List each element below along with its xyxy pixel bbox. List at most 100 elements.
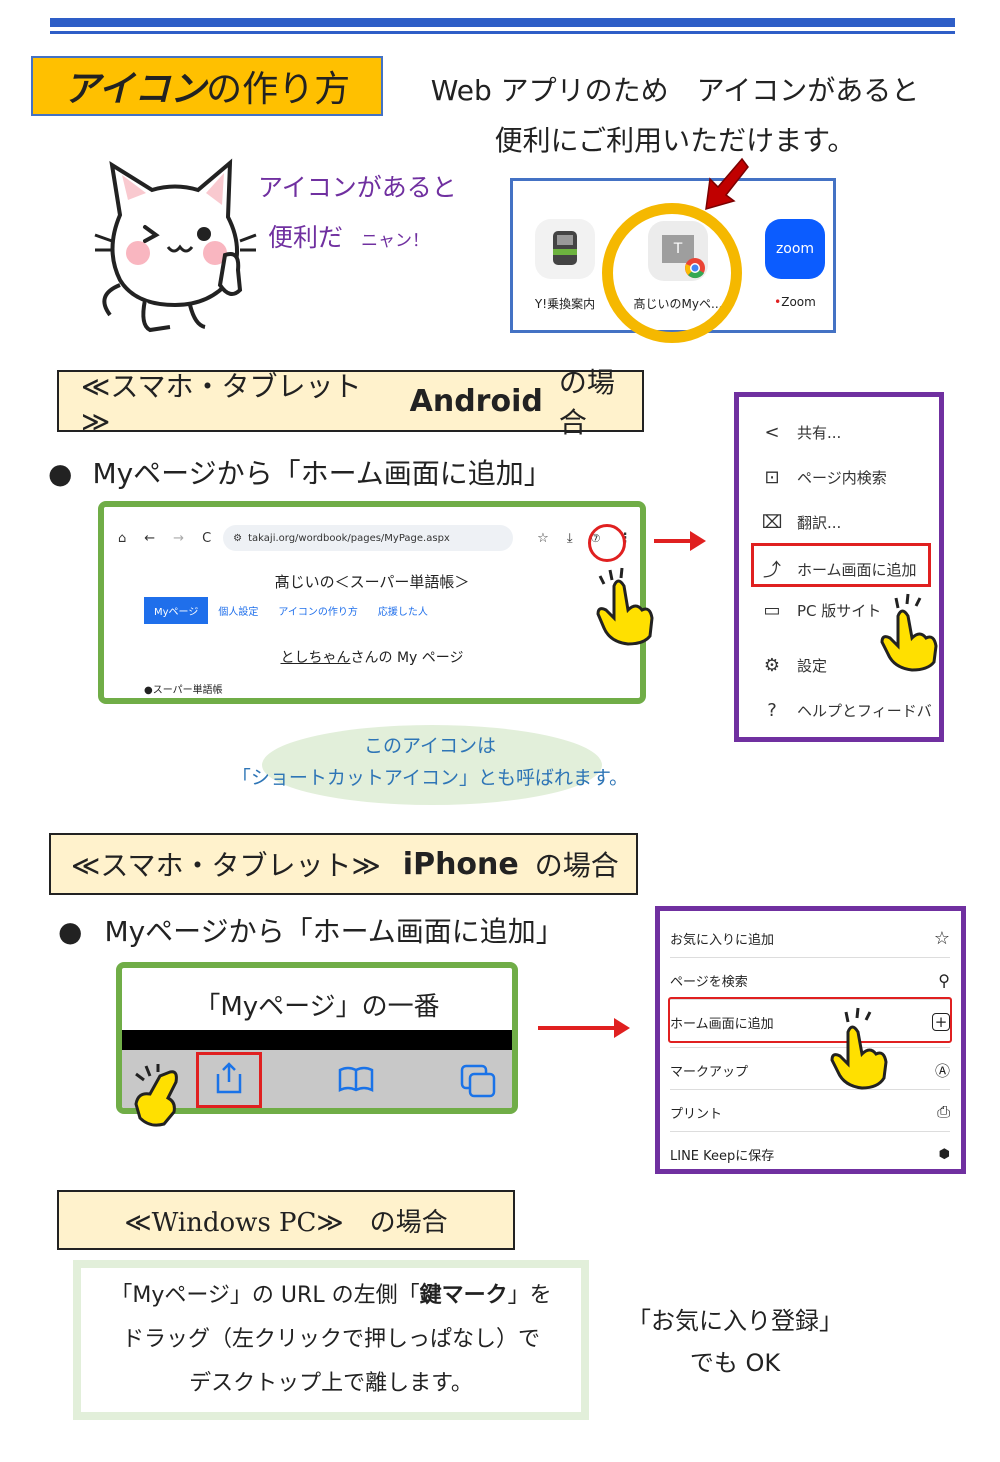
reload-icon[interactable]: C [202,530,212,546]
menu-settings[interactable]: ⚙ 設定 [761,655,827,676]
zoom-app-icon[interactable]: zoom [765,219,825,279]
android-browser-screenshot: ⌂ ← → C ⚙ takaji.org/wordbook/pages/MyPag… [98,501,646,704]
line-keep-icon: ⬢ [938,1146,950,1162]
ios-add-to-home-label: ホーム画面に追加 [670,1016,774,1032]
shortcut-note-line-2: 「ショートカットアイコン」とも呼ばれます。 [231,767,629,789]
user-page-suffix: さんの My ページ [350,650,464,666]
ios-line-keep-label: LINE Keepに保存 [670,1148,775,1164]
cat-speech-main: 便利だ [268,223,344,252]
star-outline-icon: ☆ [933,927,950,949]
user-name[interactable]: としちゃん [280,650,351,666]
favorites-note-line-2: でも OK [689,1349,781,1377]
markup-icon: Ⓐ [934,1061,950,1080]
ios-divider [670,999,950,1000]
shortcut-note: このアイコンは 「ショートカットアイコン」とも呼ばれます。 [200,730,660,794]
cat-speech-line-2: 便利だ ニャン！ [268,218,429,254]
windows-note-1c: 」を [507,1283,552,1308]
forward-icon[interactable]: → [173,530,185,546]
ios-divider [670,957,950,958]
windows-section-text: ≪Windows PC≫ の場合 [124,1207,448,1238]
cat-speech-suffix: ニャン！ [360,231,429,251]
tab-icon-guide[interactable]: アイコンの作り方 [278,607,358,618]
ios-favorite-label: お気に入りに追加 [670,932,775,948]
tab-settings[interactable]: 個人設定 [218,607,259,618]
intro-line-2: 便利にご利用いただけます。 [494,124,856,157]
pointing-hand-icon-ios-menu [830,1007,888,1090]
pointing-hand-icon-iphone [134,1064,178,1127]
favorites-note: 「お気に入り登録」 でも OK [610,1300,860,1384]
tab-mypage[interactable]: Myページ [144,597,209,624]
windows-note-1a: 「Myページ」の URL の左側「 [110,1283,420,1308]
printer-icon: ⎙ [937,1102,950,1121]
zoom-label-text: Zoom [781,295,816,309]
menu-highlight-circle [588,524,626,562]
windows-note-line-3: デスクトップ上で離します。 [189,1371,473,1396]
transit-app-icon[interactable] [535,219,595,279]
share-icon: < [764,422,780,443]
windows-note-line-2: ドラッグ（左クリックで押しっぱなし）で [121,1327,540,1352]
menu-highlight-box [751,543,931,587]
android-browser-menu: < 共有... ⊡ページ内検索 ⌧翻訳... ⤴ホーム画面に追加 ▭PC 版サイト… [734,392,944,742]
url-bar[interactable]: ⚙ takaji.org/wordbook/pages/MyPage.aspx [223,525,514,551]
tabs-icon[interactable] [460,1064,498,1098]
back-icon[interactable]: ← [144,530,156,546]
plus-square-icon: + [932,1013,950,1031]
ios-markup-label: マークアップ [670,1064,749,1080]
windows-note: 「Myページ」の URL の左側「鍵マーク」を ドラッグ（左クリックで押しっぱな… [73,1260,589,1420]
iphone-share-menu: お気に入りに追加 ☆ ページを検索⚲ ホーム画面に追加 + マークアップ Ⓐ プリント… [655,906,966,1174]
iphone-arrow [538,1018,630,1038]
menu-help-label: ヘルプとフィードバ [797,702,932,720]
gear-icon: ⚙ [763,655,781,676]
star-icon[interactable]: ☆ [537,530,549,546]
menu-settings-label: 設定 [797,657,828,675]
menu-share-label: 共有... [797,424,842,442]
iphone-bottom-toolbar [122,1050,512,1108]
home-icon[interactable]: ⌂ [118,530,127,546]
android-bullet: ● Myページから「ホーム画面に追加」 [48,452,552,492]
bullet-mark: ● [48,457,73,490]
menu-find-label: ページ内検索 [797,469,887,487]
intro-text: Web アプリのため アイコンがあると 便利にご利用いただけます。 [420,66,930,166]
ios-menu-markup[interactable]: マークアップ Ⓐ [670,1055,950,1085]
menu-add-to-home[interactable]: ⤴ホーム画面に追加 [761,556,917,582]
ios-menu-find[interactable]: ページを検索⚲ [670,965,950,995]
share-highlight-box [196,1052,262,1108]
android-section-header: ≪スマホ・タブレット≫ Android の場合 [57,366,644,439]
cat-speech-line-1: アイコンがあると [258,173,457,202]
favorites-note-line-1: 「お気に入り登録」 [627,1307,843,1335]
share-icon[interactable] [214,1062,244,1096]
site-info-icon[interactable]: ⚙ [233,532,243,544]
ios-menu-add-to-home[interactable]: ホーム画面に追加 + [670,1007,950,1037]
wordbook-list-item[interactable]: ●スーパー単語帳 [144,685,223,696]
tab-supporters[interactable]: 応援した人 [377,607,428,618]
menu-translate[interactable]: ⌧翻訳... [761,512,842,533]
pointing-hand-icon [596,567,654,646]
menu-share[interactable]: < 共有... [761,422,841,443]
menu-help[interactable]: ?ヘルプとフィードバ [761,700,932,721]
windows-note-lock-mark: 鍵マーク [419,1283,508,1308]
android-bullet-text: Myページから「ホーム画面に追加」 [92,457,552,490]
cat-illustration [94,158,257,333]
desktop-icon: ▭ [763,600,781,621]
android-section-suffix: の場合 [558,366,615,439]
iphone-black-bar [122,1030,512,1050]
menu-desktop-site[interactable]: ▭PC 版サイト [761,600,881,621]
url-text: takaji.org/wordbook/pages/MyPage.aspx [248,532,450,544]
ios-menu-favorite[interactable]: お気に入りに追加 ☆ [670,923,950,953]
iphone-bullet-text: Myページから「ホーム画面に追加」 [104,915,564,948]
menu-find[interactable]: ⊡ページ内検索 [761,467,887,488]
android-section-prefix: ≪スマホ・タブレット≫ [81,369,362,438]
ios-menu-line-keep[interactable]: LINE Keepに保存 ⬢ [670,1139,950,1169]
translate-icon: ⌧ [761,512,783,533]
zoom-app-label: •Zoom [774,295,816,309]
page-tabs: Myページ 個人設定 アイコンの作り方 応援した人 [144,597,438,624]
page-title: アイコンの作り方 [31,56,383,116]
top-rule [50,18,955,27]
bullet-mark-2: ● [58,915,83,948]
bookmarks-icon[interactable] [338,1066,374,1094]
ios-menu-print[interactable]: プリント⎙ [670,1097,950,1127]
ios-find-label: ページを検索 [670,974,748,990]
download-icon[interactable]: ⤓ [566,530,573,546]
android-arrow [654,531,706,551]
top-rule-thin [50,31,955,34]
